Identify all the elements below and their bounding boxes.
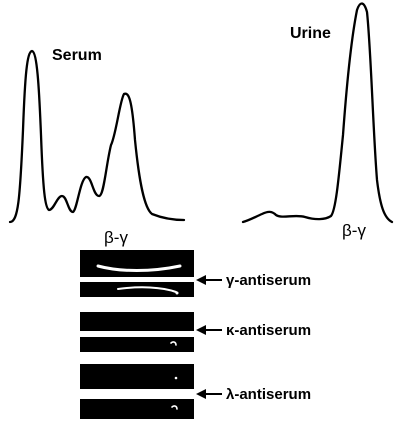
lambda-spot-top	[174, 376, 178, 380]
kappa-antiserum-label: κ-antiserum	[226, 322, 311, 339]
serum-trace	[8, 49, 186, 224]
lambda-strip-top	[80, 364, 194, 389]
kappa-strip-bottom	[80, 337, 194, 352]
serum-region-label: β-γ	[104, 228, 128, 247]
lambda-arrow	[196, 389, 222, 399]
kappa-spot	[170, 341, 177, 346]
urine-region-label: β-γ	[342, 221, 366, 240]
gamma-spot	[175, 291, 179, 295]
gamma-strip-top	[80, 250, 194, 277]
gamma-arrow	[196, 275, 222, 285]
gamma-band-top	[96, 264, 182, 272]
kappa-arrow	[196, 325, 222, 335]
lambda-antiserum-label: λ-antiserum	[226, 386, 311, 403]
urine-trace	[241, 2, 394, 224]
serum-title: Serum	[52, 47, 102, 64]
urine-title: Urine	[290, 25, 331, 42]
gamma-band-bottom	[117, 286, 177, 293]
gamma-strip-bottom	[80, 282, 194, 297]
kappa-strip-top	[80, 312, 194, 331]
gamma-antiserum-label: γ-antiserum	[226, 272, 311, 289]
lambda-strip-bottom	[80, 399, 194, 419]
lambda-spot-bottom	[171, 405, 178, 410]
